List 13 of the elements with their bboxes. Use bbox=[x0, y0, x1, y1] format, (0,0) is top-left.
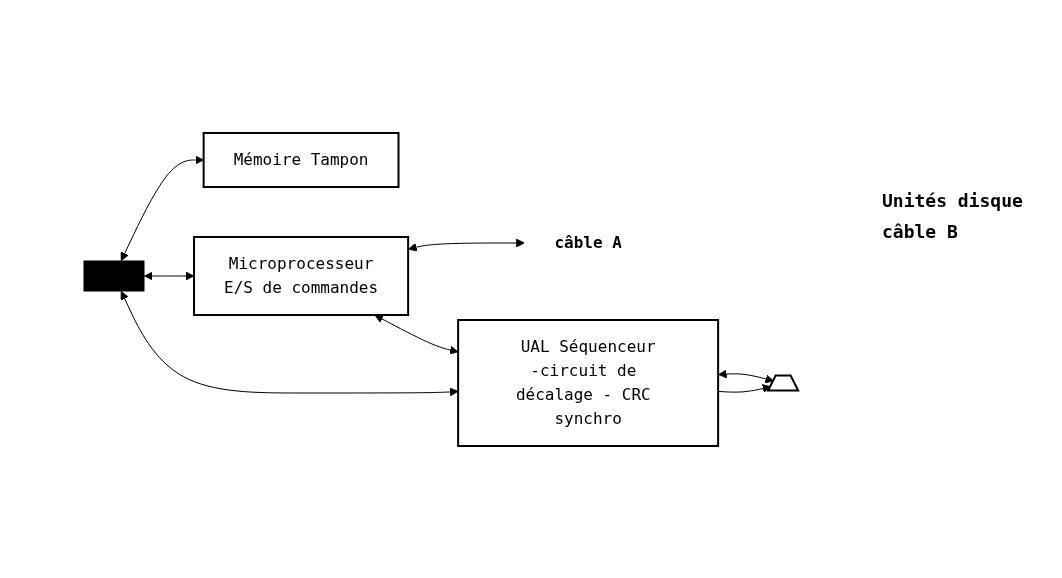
node-text: câble A bbox=[554, 232, 622, 252]
arrow bbox=[718, 369, 774, 383]
annotation-label: Unités disque bbox=[882, 190, 1024, 211]
node-box: Mémoire Tampon bbox=[202, 131, 400, 188]
node-bar bbox=[83, 260, 145, 291]
annotation-label: câble B bbox=[882, 221, 959, 242]
arrow bbox=[120, 290, 459, 396]
arrow bbox=[120, 155, 204, 261]
node-trapezoid bbox=[766, 374, 800, 391]
node-box: UAL Séquenceur -circuit de décalage - CRC synchro bbox=[457, 318, 720, 447]
arrow bbox=[374, 314, 459, 354]
node-box: Microprocesseur E/S de commandes bbox=[192, 235, 410, 316]
arrow bbox=[408, 238, 525, 251]
